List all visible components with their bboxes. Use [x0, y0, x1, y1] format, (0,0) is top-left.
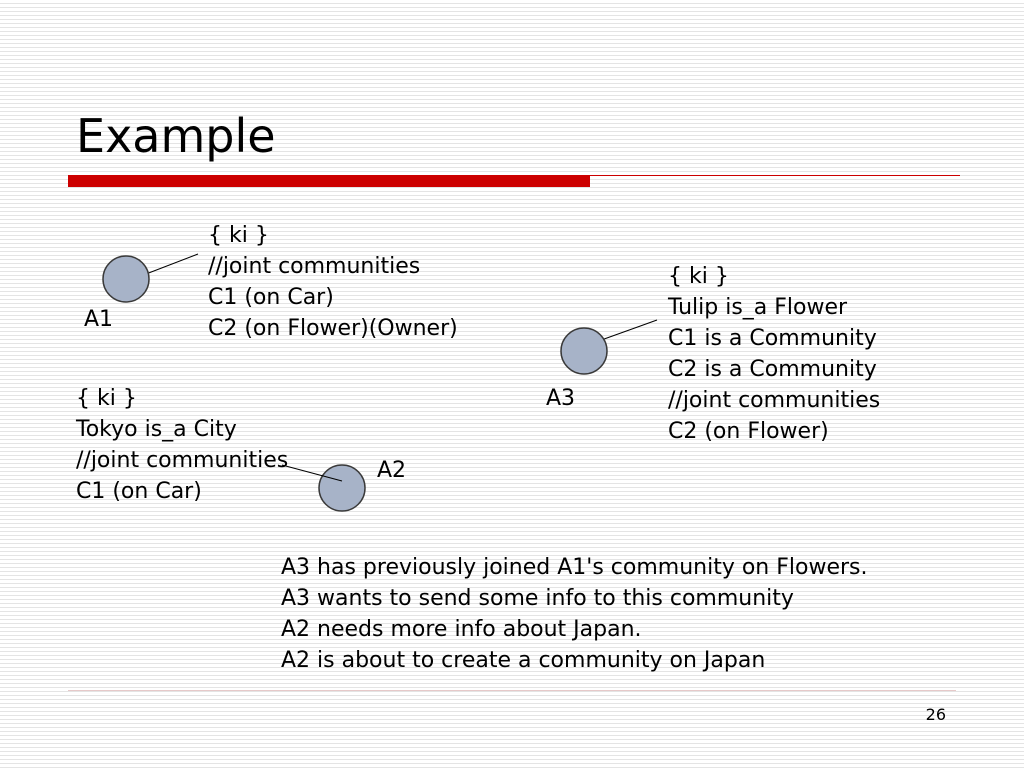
a2-knowledge-line: C1 (on Car) [76, 479, 202, 504]
a1-node[interactable] [102, 255, 150, 303]
a3-knowledge-line: Tulip is_a Flower [668, 295, 848, 320]
scenario-note: A3 has previously joined A1's community … [281, 555, 868, 580]
a1-knowledge-line: C2 (on Flower)(Owner) [208, 316, 458, 341]
a3-knowledge-line: C2 (on Flower) [668, 419, 829, 444]
a3-knowledge-line: C1 is a Community [668, 326, 877, 351]
a2-knowledge-line: //joint communities [76, 448, 289, 473]
page-number: 26 [925, 705, 946, 724]
a2-knowledge-block: { ki } Tokyo is_a City //joint communiti… [76, 383, 288, 507]
a1-knowledge-line: { ki } [208, 223, 269, 248]
a3-knowledge-line: C2 is a Community [668, 357, 877, 382]
a1-knowledge-line: //joint communities [208, 254, 421, 279]
a2-label: A2 [377, 458, 407, 483]
scenario-notes: A3 has previously joined A1's community … [281, 552, 867, 676]
a3-knowledge-block: { ki } Tulip is_a Flower C1 is a Communi… [668, 261, 880, 447]
scenario-note: A2 needs more info about Japan. [281, 617, 642, 642]
a2-knowledge-line: { ki } [76, 386, 137, 411]
a2-node[interactable] [318, 464, 366, 512]
title-underline-rule [590, 175, 960, 176]
a3-label: A3 [546, 386, 576, 411]
footer-divider [68, 690, 956, 691]
a2-connector [281, 464, 343, 482]
a3-knowledge-line: //joint communities [668, 388, 881, 413]
a3-node[interactable] [560, 327, 608, 375]
a1-knowledge-line: C1 (on Car) [208, 285, 334, 310]
title-underline-accent [68, 175, 590, 187]
a1-knowledge-block: { ki } //joint communities C1 (on Car) C… [208, 220, 458, 344]
scenario-note: A3 wants to send some info to this commu… [281, 586, 794, 611]
a2-knowledge-line: Tokyo is_a City [76, 417, 237, 442]
slide-title: Example [76, 109, 276, 163]
a3-knowledge-line: { ki } [668, 264, 729, 289]
a1-label: A1 [84, 307, 114, 332]
scenario-note: A2 is about to create a community on Jap… [281, 648, 766, 673]
